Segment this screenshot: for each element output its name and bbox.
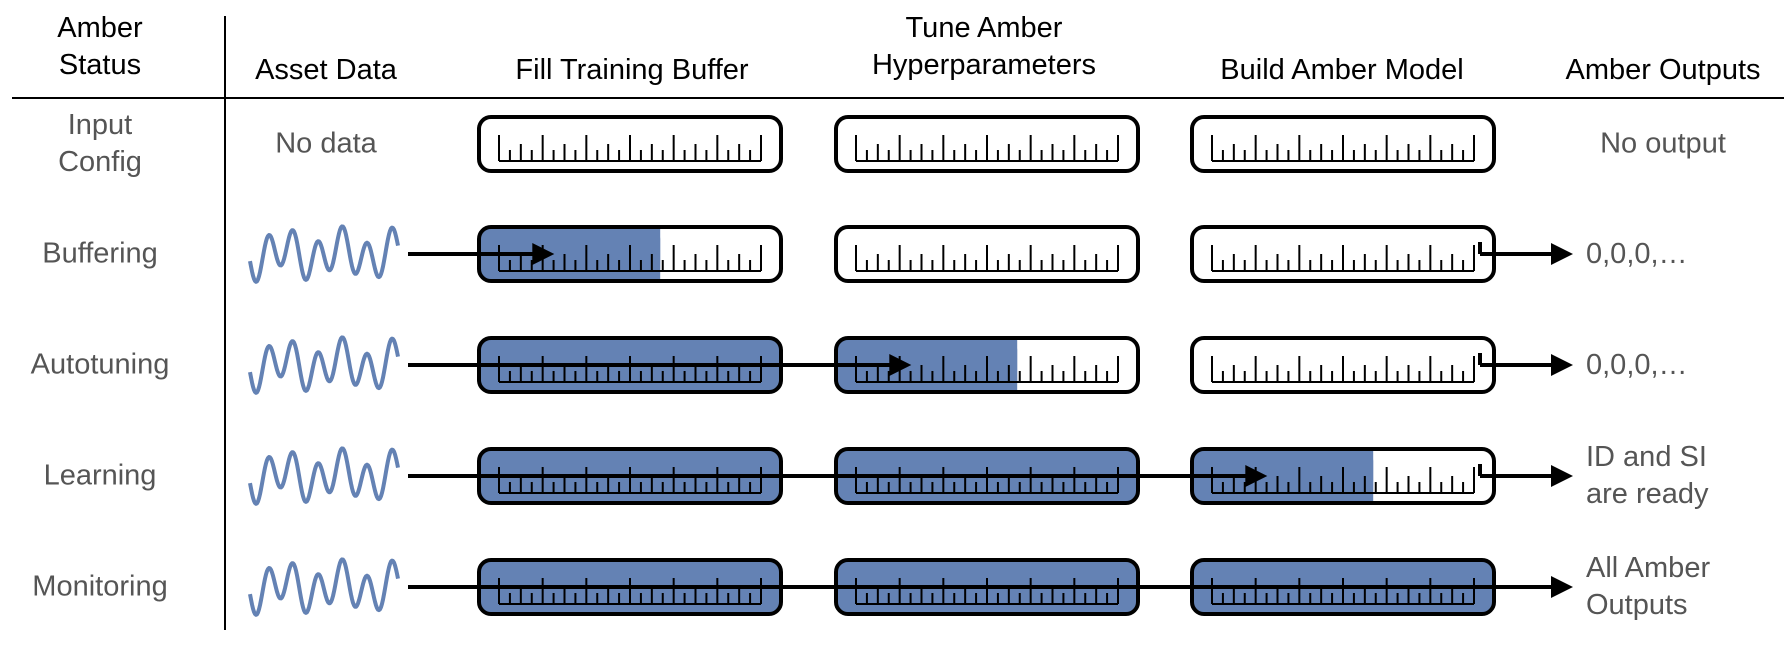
output-arrowhead — [1551, 243, 1573, 265]
buffer-progress-fill — [836, 338, 1018, 392]
data-flow-arrowhead — [532, 243, 555, 265]
output-line2: are ready — [1586, 478, 1709, 510]
amber-output-text: 0,0,0,… — [1586, 236, 1688, 273]
header-fill-buffer: Fill Training Buffer — [515, 54, 749, 86]
signal-wave-icon — [248, 335, 400, 395]
buffer-progress-fill — [479, 227, 661, 281]
header-tune-hyperparameters: Tune Amber Hyperparameters — [872, 10, 1096, 84]
data-flow-arrowhead — [1245, 465, 1268, 487]
header-build-model: Build Amber Model — [1220, 54, 1464, 86]
buffer-box — [477, 115, 783, 173]
header-asset-data: Asset Data — [255, 54, 397, 86]
row-status-line1: Learning — [43, 459, 157, 492]
row-status-label: Autotuning — [31, 347, 170, 384]
signal-wave-icon — [248, 446, 400, 506]
header-outputs: Amber Outputs — [1565, 54, 1761, 86]
data-flow-arrowhead — [1551, 576, 1573, 598]
output-line1: All Amber — [1586, 552, 1711, 584]
amber-output-text: ID and SI are ready — [1586, 439, 1709, 513]
amber-output-text: No output — [1600, 126, 1726, 163]
data-flow-arrowhead — [889, 354, 912, 376]
row-status-line1: Input — [67, 109, 133, 141]
row-status-line1: Buffering — [42, 237, 158, 270]
buffer-progress-fill — [1192, 449, 1374, 503]
buffer-progress-fill-edge — [1359, 449, 1374, 503]
row-status-label: Monitoring — [32, 569, 167, 606]
header-tune-line1: Tune Amber — [905, 12, 1063, 44]
header-divider — [12, 97, 1784, 99]
buffer-progress-fill-edge — [1003, 338, 1018, 392]
output-line1: 0,0,0,… — [1586, 238, 1688, 270]
row-status-line1: Monitoring — [32, 570, 168, 603]
header-status-line2: Status — [58, 49, 142, 81]
output-arrowhead — [1551, 354, 1573, 376]
row-status-label: Buffering — [42, 236, 158, 273]
header-amber-status: Amber Status — [57, 10, 142, 84]
header-tune-line2: Hyperparameters — [871, 49, 1097, 81]
signal-wave-icon — [248, 557, 400, 617]
row-status-line2: Config — [58, 146, 142, 178]
output-line1: No output — [1600, 127, 1726, 160]
buffer-box — [1190, 115, 1496, 173]
output-line1: 0,0,0,… — [1586, 349, 1688, 381]
row-status-label: Learning — [44, 458, 157, 495]
output-line2: Outputs — [1586, 589, 1688, 621]
output-line1: ID and SI — [1586, 441, 1707, 473]
column-divider — [224, 16, 226, 630]
buffer-box — [834, 225, 1140, 283]
output-arrowhead — [1551, 465, 1573, 487]
row-status-line1: Autotuning — [30, 348, 170, 381]
buffer-box — [834, 115, 1140, 173]
amber-output-text: 0,0,0,… — [1586, 347, 1688, 384]
asset-data-text: No data — [275, 127, 377, 160]
signal-wave-icon — [248, 224, 400, 284]
header-status-line1: Amber — [57, 12, 143, 44]
buffer-progress-fill-edge — [646, 227, 661, 281]
